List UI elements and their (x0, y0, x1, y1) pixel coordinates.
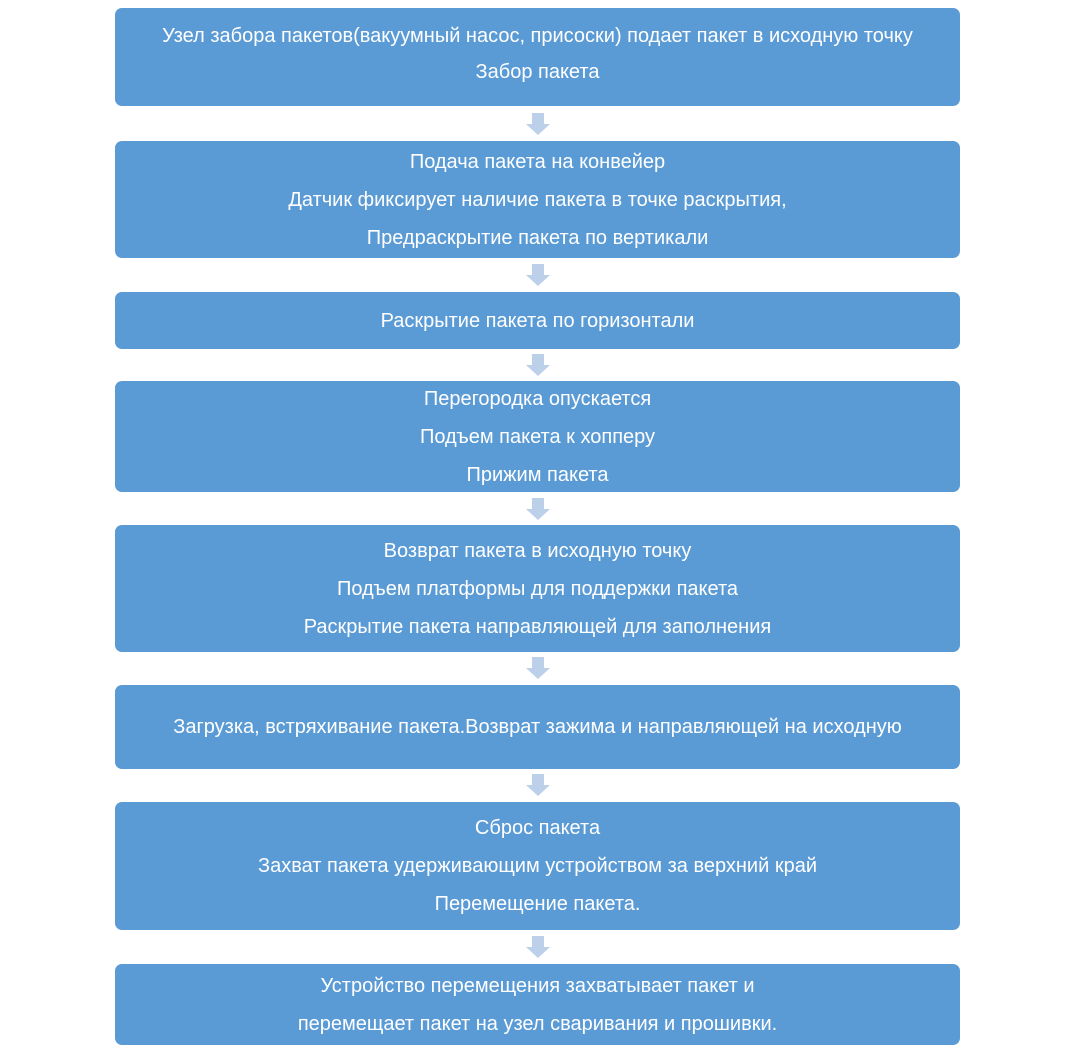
flow-step-6: Загрузка, встряхивание пакета.Возврат за… (115, 685, 960, 769)
flow-step-1: Узел забора пакетов(вакуумный насос, при… (115, 8, 960, 106)
down-arrow-icon (526, 657, 550, 679)
flow-step-2: Подача пакета на конвейер Датчик фиксиру… (115, 141, 960, 258)
step-5-line-2: Подъем платформы для поддержки пакета (336, 577, 739, 600)
step-6-line-1: Загрузка, встряхивание пакета.Возврат за… (173, 716, 902, 738)
step-5-line-3: Раскрытие пакета направляющей для заполн… (303, 615, 772, 638)
flow-step-3: Раскрытие пакета по горизонтали (115, 292, 960, 349)
step-2-line-2: Датчик фиксирует наличие пакета в точке … (288, 188, 787, 211)
step-7-line-1: Сброс пакета (474, 817, 601, 839)
down-arrow-icon (526, 113, 550, 135)
step-2-line-1: Подача пакета на конвейер (409, 150, 666, 173)
step-7-line-2: Захват пакета удерживающим устройством з… (258, 855, 817, 877)
flow-step-4: Перегородка опускается Подъем пакета к х… (115, 381, 960, 492)
down-arrow-icon (526, 264, 550, 286)
step-5-line-1: Возврат пакета в исходную точку (383, 539, 692, 562)
flow-step-5: Возврат пакета в исходную точку Подъем п… (115, 525, 960, 652)
down-arrow-icon (526, 498, 550, 520)
step-2-line-3: Предраскрытие пакета по вертикали (366, 226, 709, 249)
down-arrow-icon (526, 936, 550, 958)
step-4-line-3: Прижим пакета (466, 463, 609, 486)
step-3-line-1: Раскрытие пакета по горизонтали (380, 309, 695, 332)
flow-step-8: Устройство перемещения захватывает пакет… (115, 964, 960, 1045)
flow-step-7: Сброс пакета Захват пакета удерживающим … (115, 802, 960, 930)
down-arrow-icon (526, 354, 550, 376)
step-1-line-1: Узел забора пакетов(вакуумный насос, при… (162, 24, 913, 47)
step-4-line-2: Подъем пакета к хопперу (419, 425, 656, 448)
step-8-line-2: перемещает пакет на узел сваривания и пр… (297, 1012, 778, 1035)
step-7-line-3: Перемещение пакета. (434, 893, 641, 915)
step-8-line-1: Устройство перемещения захватывает пакет… (320, 974, 755, 997)
step-1-line-2: Забор пакета (475, 60, 600, 83)
step-4-line-1: Перегородка опускается (423, 387, 652, 410)
down-arrow-icon (526, 774, 550, 796)
